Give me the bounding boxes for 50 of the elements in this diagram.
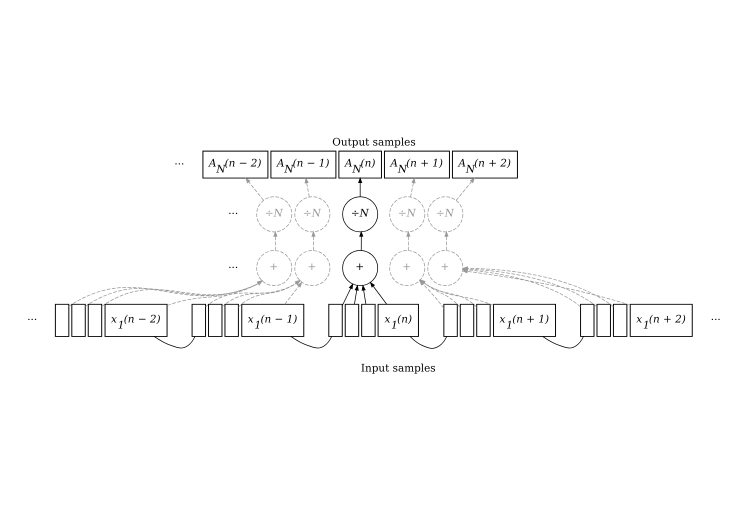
label: ···	[710, 314, 721, 326]
node-box	[596, 304, 611, 337]
node-box	[344, 304, 360, 337]
arrow	[284, 282, 302, 304]
arrow	[444, 230, 449, 251]
node-box	[460, 304, 474, 337]
arrow	[362, 284, 366, 304]
node-circle: ÷N	[389, 196, 426, 232]
arrow	[370, 282, 388, 304]
node-box	[443, 304, 458, 337]
label: ···	[228, 262, 238, 274]
connector	[542, 336, 584, 348]
node-circle: ÷N	[294, 196, 330, 232]
arrow	[304, 177, 310, 198]
node-box	[88, 304, 102, 337]
node-box	[476, 304, 491, 337]
arrow	[354, 284, 359, 304]
connector	[410, 336, 448, 349]
connector	[154, 336, 196, 348]
connector	[290, 336, 332, 348]
arrow	[406, 230, 410, 251]
label: ···	[174, 158, 184, 170]
arrow	[245, 178, 264, 200]
node-circle: +	[342, 250, 378, 286]
node-circle: ÷N	[427, 196, 464, 232]
node-box	[208, 304, 222, 337]
node-box	[612, 304, 628, 337]
arrow	[358, 177, 362, 198]
node-box	[361, 304, 376, 337]
arrow	[166, 280, 263, 306]
node-circle: ÷N	[342, 196, 378, 232]
label: ···	[228, 208, 238, 220]
arrow	[462, 269, 631, 306]
node-box	[54, 304, 70, 337]
caption: Input samples	[360, 362, 436, 374]
arrow	[456, 177, 476, 201]
diagram-title: Output samples	[332, 136, 416, 148]
arrow	[273, 230, 278, 251]
node-box	[192, 304, 206, 337]
arrow	[311, 230, 316, 251]
node-box	[224, 304, 239, 337]
arrow	[410, 177, 416, 198]
arrow	[342, 283, 354, 306]
label: ···	[27, 314, 38, 326]
node-box	[328, 304, 343, 337]
node-box	[580, 304, 594, 337]
node-box	[71, 304, 86, 337]
node-circle: +	[427, 250, 464, 286]
arrow	[359, 230, 364, 251]
node-circle: ÷N	[256, 196, 292, 232]
